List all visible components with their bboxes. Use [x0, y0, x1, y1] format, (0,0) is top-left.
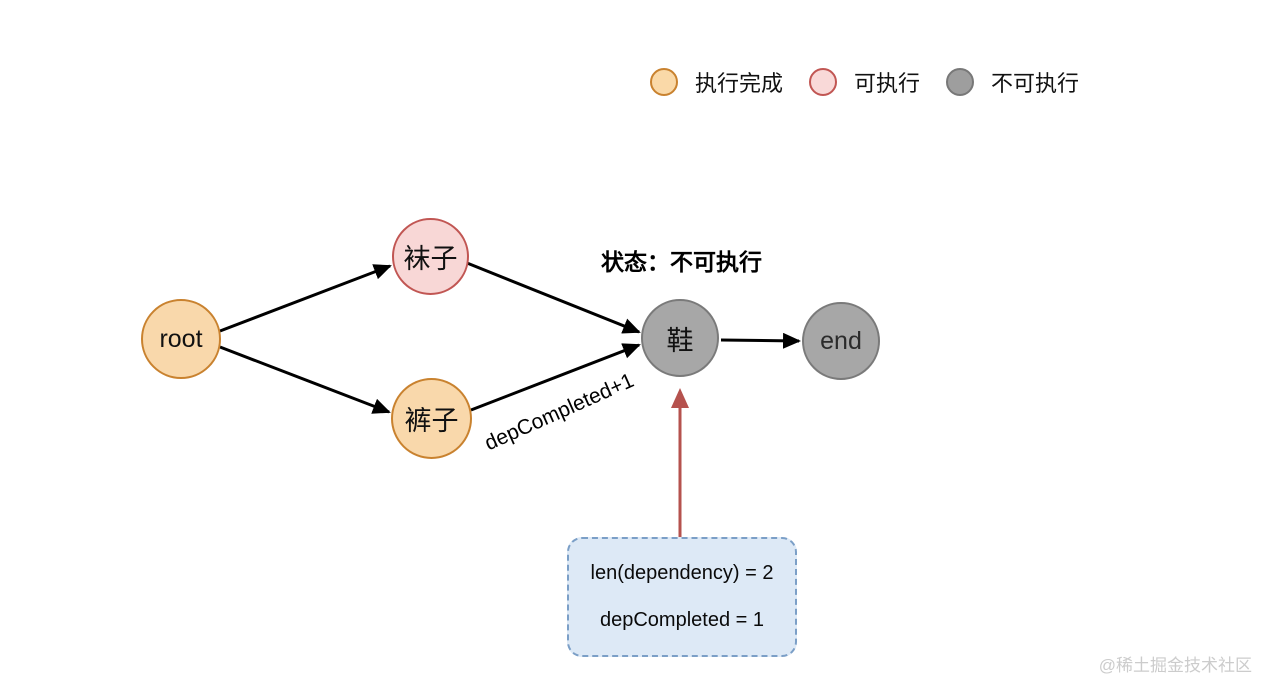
node-root: root — [141, 299, 221, 379]
annotation-line-dependency: len(dependency) = 2 — [590, 562, 774, 585]
legend-label-completed: 执行完成 — [695, 71, 784, 96]
node-pants: 裤子 — [391, 378, 472, 459]
edge-shoe-end — [720, 332, 801, 349]
status-caption: 状态：不可执行 — [601, 249, 762, 275]
annotation-box: len(dependency) = 2 depCompleted = 1 — [567, 537, 797, 657]
edge-pants-shoe — [470, 343, 641, 412]
legend-item-executable: 可执行 — [809, 66, 920, 98]
legend: 执行完成 可执行 不可执行 — [650, 66, 1079, 98]
completed-status-icon — [650, 68, 678, 96]
edge-socks-shoe — [466, 261, 641, 334]
node-end: end — [802, 302, 880, 380]
node-pants-label: 裤子 — [404, 406, 459, 436]
node-shoe-label: 鞋 — [666, 325, 694, 356]
legend-item-completed: 执行完成 — [650, 66, 783, 98]
node-shoe: 鞋 — [641, 299, 719, 377]
edge-label-depcompleted: depCompleted+1 — [481, 369, 637, 455]
blocked-status-icon — [946, 68, 975, 96]
annotation-line-depcompleted: depCompleted = 1 — [599, 608, 764, 631]
node-end-label: end — [820, 326, 862, 355]
node-socks-label: 袜子 — [403, 244, 458, 274]
watermark: @稀土掘金技术社区 — [1098, 656, 1252, 675]
edge-root-pants — [219, 345, 391, 414]
edge-root-socks — [219, 264, 392, 333]
legend-label-blocked: 不可执行 — [991, 71, 1080, 96]
node-socks: 袜子 — [392, 218, 469, 295]
legend-item-blocked: 不可执行 — [946, 66, 1079, 98]
node-root-label: root — [159, 324, 203, 353]
executable-status-icon — [809, 68, 838, 96]
legend-label-executable: 可执行 — [854, 71, 921, 96]
